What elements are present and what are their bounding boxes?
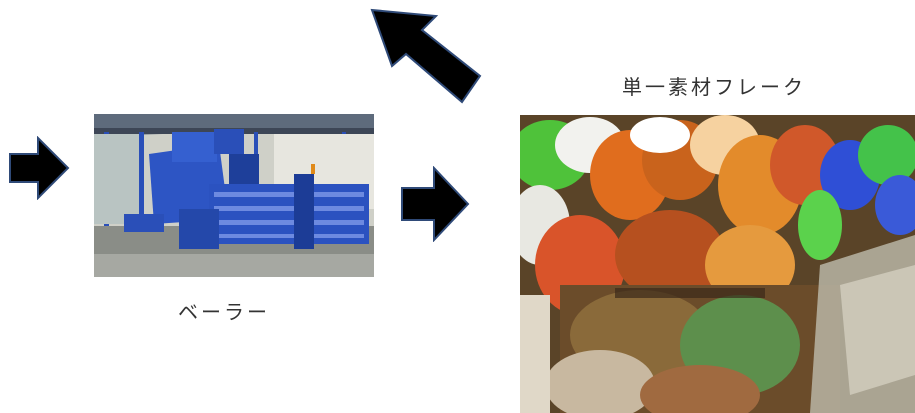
arrow-up-left-icon — [366, 4, 484, 106]
arrow-right-icon — [8, 136, 70, 200]
arrow-right-icon — [400, 166, 470, 242]
baler-caption: ベーラー — [178, 300, 270, 324]
flake-caption: 単一素材フレーク — [622, 75, 806, 99]
plastic-bale-photo — [520, 115, 915, 413]
baler-machine-photo — [94, 114, 374, 277]
